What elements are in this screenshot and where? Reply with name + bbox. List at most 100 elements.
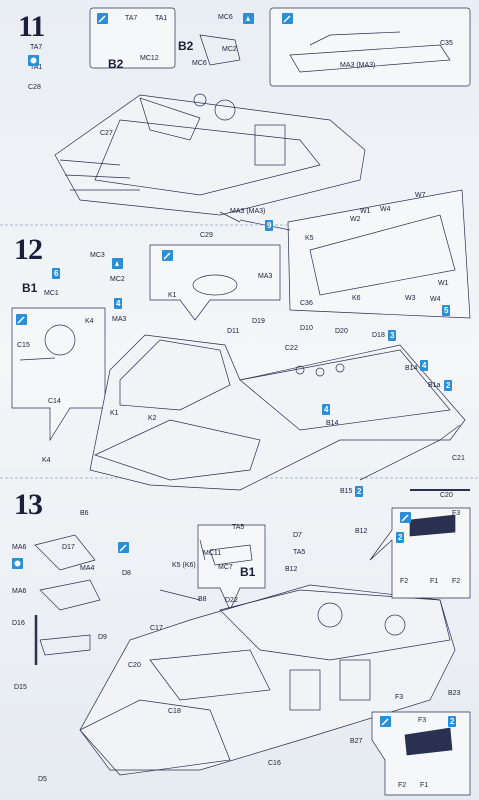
part-label: MA3	[112, 316, 127, 323]
part-label: C16	[268, 760, 281, 767]
glue-icon	[12, 558, 23, 569]
part-label: MA6	[12, 588, 27, 595]
inset-k4	[11, 307, 106, 442]
part-label: MC6	[218, 14, 233, 21]
part-label: F1	[430, 578, 439, 585]
part-label: MA3 (MA3)	[230, 208, 266, 215]
part-label: C20	[440, 492, 453, 499]
group-label-b1: B1	[240, 565, 256, 579]
part-label: F3	[452, 510, 461, 517]
part-label: C22	[285, 345, 298, 352]
step-number-12: 12	[14, 233, 43, 266]
step-number-13: 13	[14, 488, 43, 521]
part-label: TA7	[30, 44, 43, 51]
part-label: F3	[418, 717, 427, 724]
part-label: B27	[350, 738, 363, 745]
quantity-badge: 4	[114, 298, 123, 309]
glue-icon	[162, 250, 173, 261]
part-label: TA1	[155, 15, 168, 22]
part-label: MC7	[218, 564, 233, 571]
inset-w-parts	[287, 189, 471, 319]
glue-icon	[118, 542, 129, 553]
quantity-badge: 3	[388, 330, 397, 341]
part-label: K4	[42, 457, 51, 464]
glue-icon	[28, 55, 39, 66]
quantity-badge: 4	[420, 360, 429, 371]
part-label: C27	[100, 130, 113, 137]
part-label: MC2	[110, 276, 125, 283]
part-label: D19	[252, 318, 265, 325]
part-label: TA5	[293, 549, 306, 556]
part-label: K1	[168, 292, 177, 299]
glue-icon	[97, 13, 108, 24]
group-label-b1: B1	[22, 281, 38, 295]
part-label: D7	[293, 532, 302, 539]
part-label: TA7	[125, 15, 138, 22]
part-label: C28	[28, 84, 41, 91]
quantity-badge: 2	[396, 532, 405, 543]
part-label: D16	[12, 620, 25, 627]
part-label: W3	[405, 295, 416, 302]
glue-icon	[400, 512, 411, 523]
part-label: C21	[452, 455, 465, 462]
part-label: MA6	[12, 544, 27, 551]
part-label: D15	[14, 684, 27, 691]
part-label: D11	[227, 328, 240, 335]
hull-body-step12	[89, 334, 466, 491]
part-label: F2	[398, 782, 407, 789]
part-label: K4	[85, 318, 94, 325]
hull-body-step11	[54, 94, 366, 216]
group-label-b2: B2	[108, 57, 124, 71]
part-label: C20	[128, 662, 141, 669]
part-label: W2	[350, 216, 361, 223]
part-label: MC3	[90, 252, 105, 259]
part-label: D8	[122, 570, 131, 577]
part-label: D5	[38, 776, 47, 783]
part-label: W1	[438, 280, 449, 287]
part-label: B14	[326, 420, 339, 427]
part-label: B6	[80, 510, 89, 517]
part-label: C17	[150, 625, 163, 632]
part-label: W4	[430, 296, 441, 303]
part-label: K1	[110, 410, 119, 417]
part-label: W7	[415, 192, 426, 199]
tool-icon	[112, 258, 123, 269]
part-label: C18	[168, 708, 181, 715]
part-label: K6	[352, 295, 361, 302]
part-label: D18	[372, 332, 385, 339]
part-label: MA4	[80, 565, 95, 572]
part-label: W1	[360, 208, 371, 215]
glue-icon	[16, 314, 27, 325]
part-label: F1	[420, 782, 429, 789]
inset-ma3	[149, 244, 281, 321]
part-label: D22	[225, 597, 238, 604]
quantity-badge: 6	[52, 268, 61, 279]
glue-icon	[380, 716, 391, 727]
part-label: B15	[340, 488, 353, 495]
group-label-b2: B2	[178, 39, 194, 53]
part-label: B12	[285, 566, 298, 573]
part-label: F3	[395, 694, 404, 701]
part-label: TA1	[30, 64, 43, 71]
part-label: D20	[335, 328, 348, 335]
part-label: B1a	[428, 382, 441, 389]
part-label: K5	[305, 235, 314, 242]
quantity-badge: 2	[444, 380, 453, 391]
part-label: C36	[300, 300, 313, 307]
quantity-badge: 4	[322, 404, 331, 415]
part-label: MC11	[203, 550, 222, 557]
part-label: MA3 (MA3)	[340, 62, 376, 69]
part-label: D9	[98, 634, 107, 641]
part-label: MC1	[44, 290, 59, 297]
part-label: F2	[400, 578, 409, 585]
part-label: B23	[448, 690, 461, 697]
part-label: W4	[380, 206, 391, 213]
part-label: B12	[355, 528, 368, 535]
quantity-badge: 5	[442, 305, 451, 316]
part-label: C35	[440, 40, 453, 47]
quantity-badge: 9	[265, 220, 274, 231]
part-label: B14	[405, 365, 418, 372]
part-label: MA3	[258, 273, 273, 280]
inset-mc11	[197, 524, 266, 611]
